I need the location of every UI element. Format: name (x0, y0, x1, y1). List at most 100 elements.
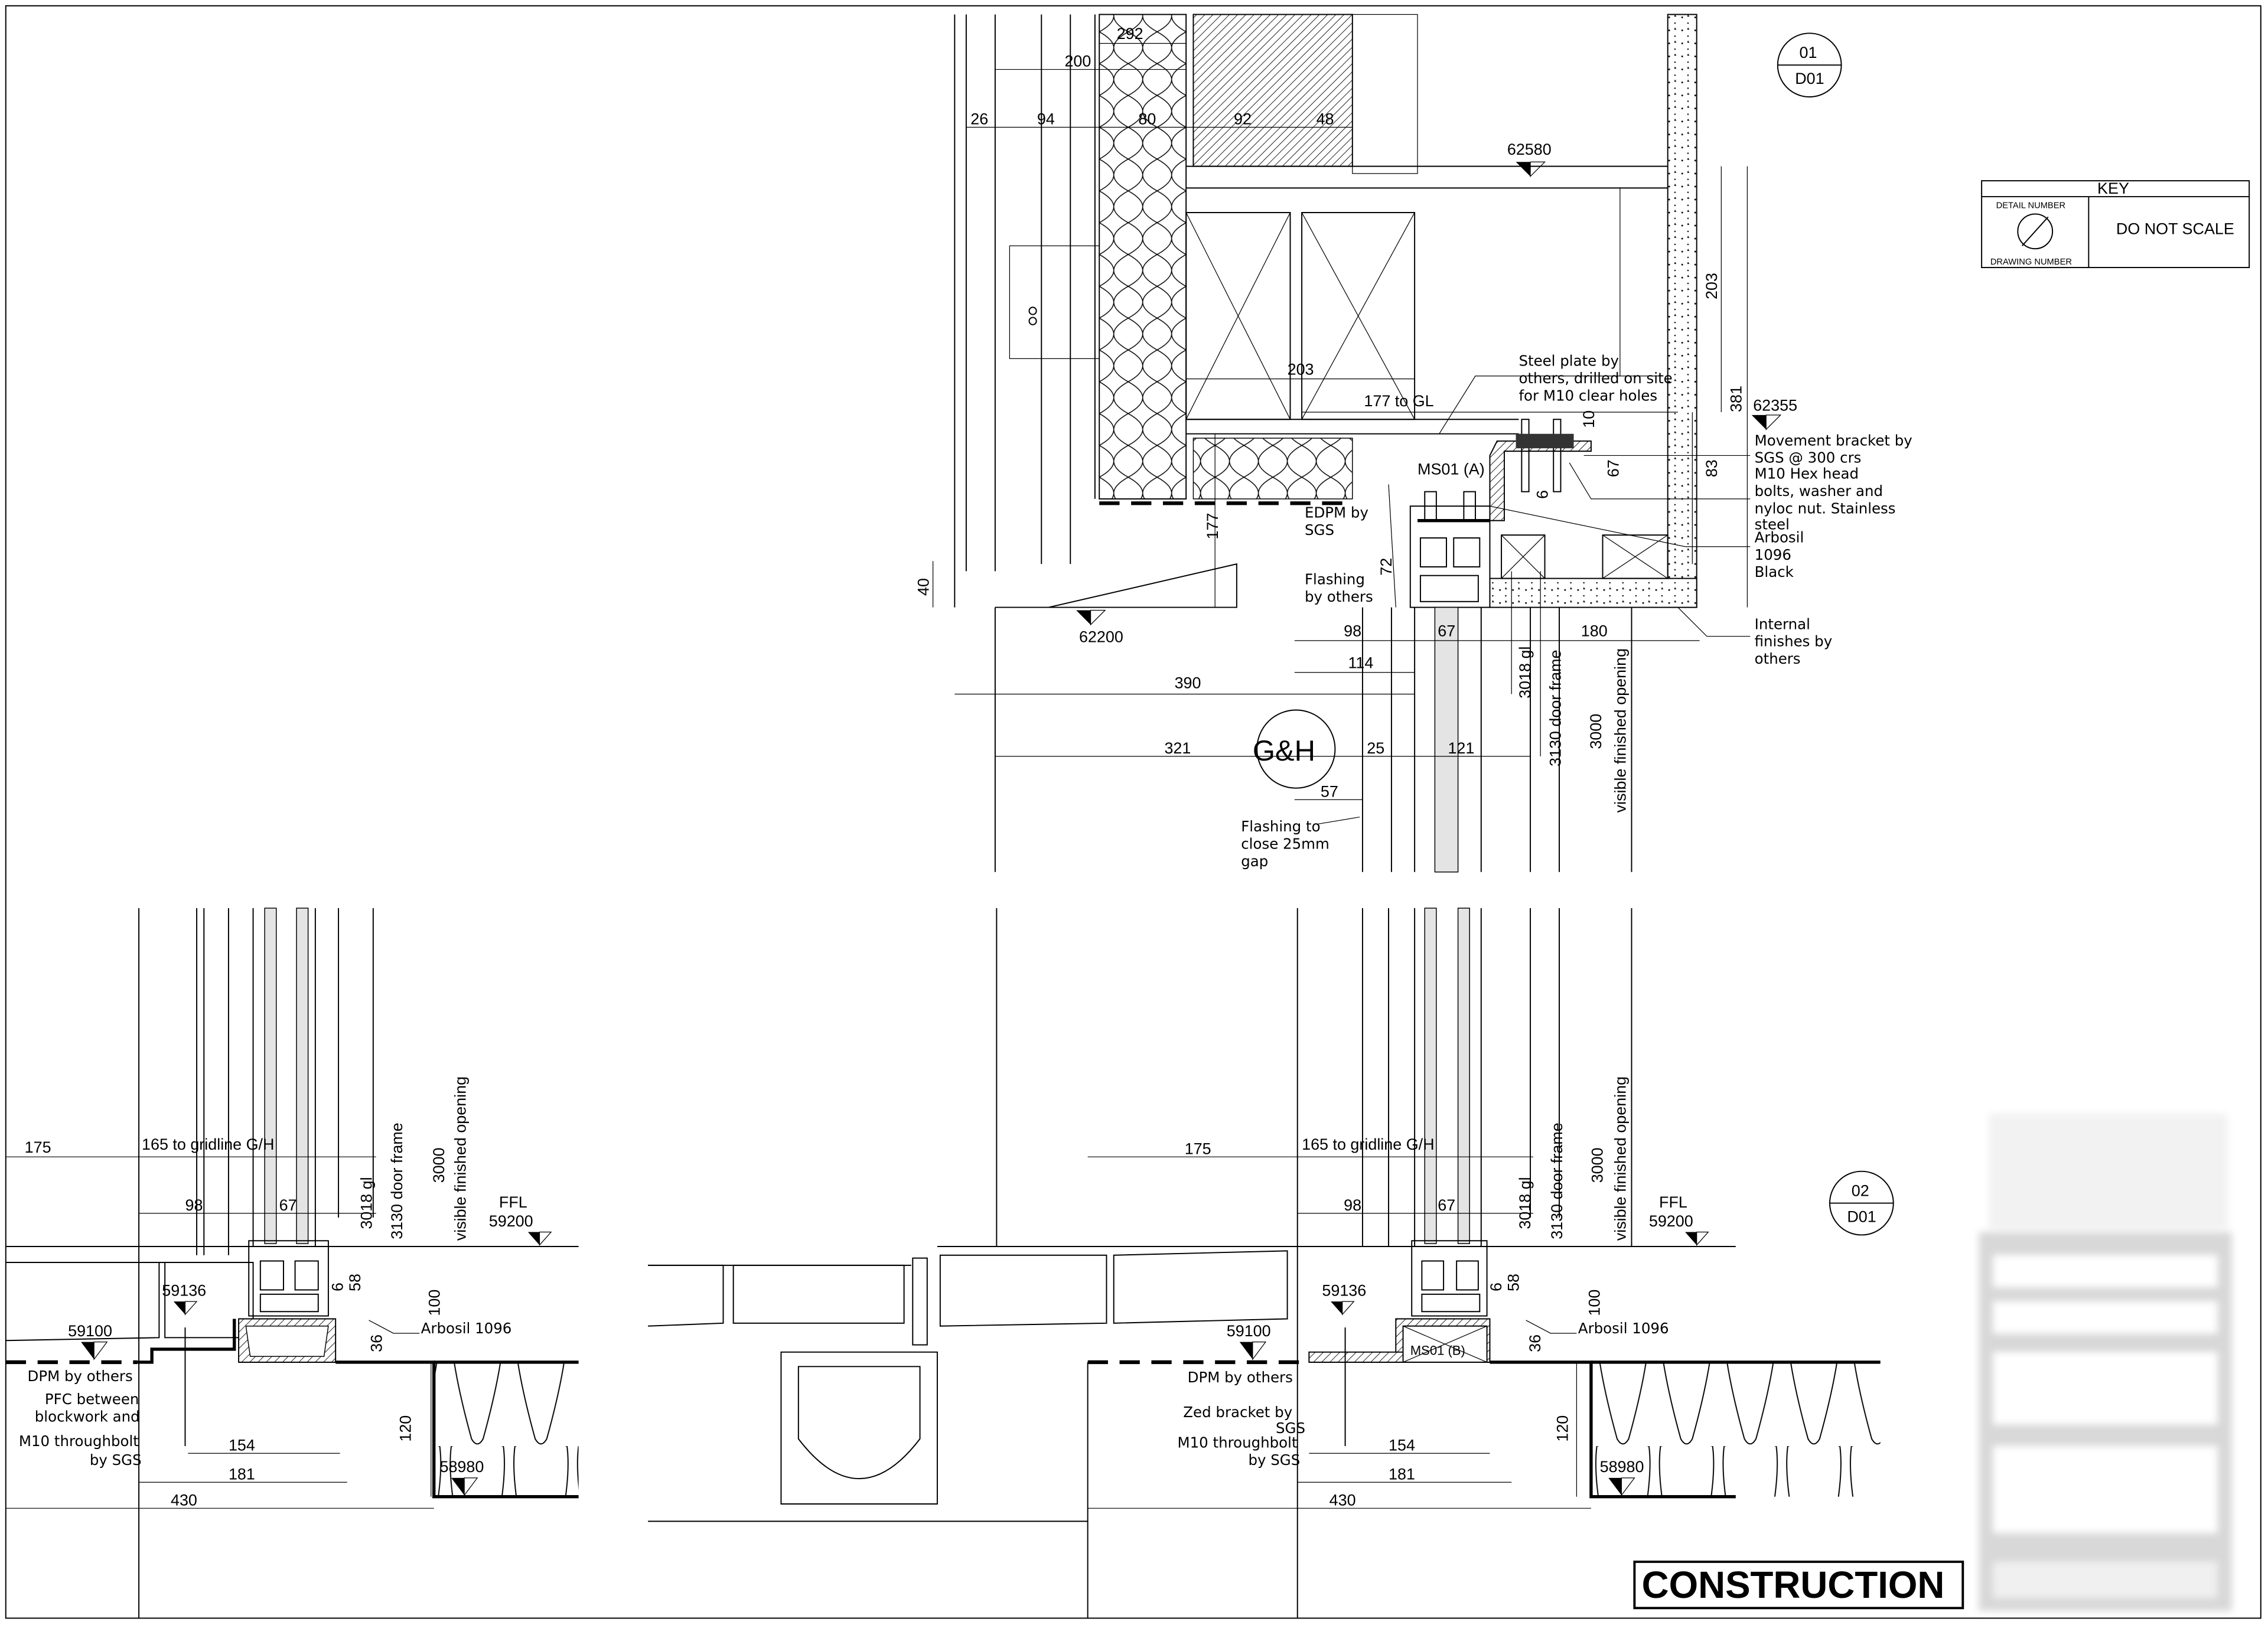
dim-203-vertical: 203 (1703, 273, 1720, 299)
note-bolt-1: M10 throughbolt (1177, 1434, 1297, 1451)
stamp-label: CONSTRUCTION (1642, 1564, 1945, 1606)
note-flashing-gap-2: close 25mm (1241, 836, 1329, 853)
dim-83: 83 (1703, 459, 1720, 477)
dim-visible-opening: visible finished opening (1612, 648, 1630, 812)
level-59136: 59136 (1322, 1281, 1366, 1299)
dim-430: 430 (171, 1491, 197, 1509)
dim-3130-door-frame: 3130 door frame (388, 1123, 406, 1239)
dim-181: 181 (229, 1465, 255, 1483)
dim-98: 98 (1344, 1196, 1361, 1214)
detail-ref-number: 01 (1800, 44, 1817, 61)
note-arbosil: Arbosil 1096 (1578, 1320, 1669, 1337)
note-bolt-2: by SGS (1248, 1451, 1300, 1469)
dim-3130-door-frame: 3130 door frame (1546, 650, 1564, 766)
construction-stamp: CONSTRUCTION (1633, 1560, 1964, 1610)
dim-120: 120 (1554, 1415, 1572, 1442)
detail-left-sill: 175 165 to gridline G/H 98 67 3018 gl 31… (5, 908, 579, 1619)
dim-100: 100 (1586, 1290, 1604, 1316)
dim-67: 67 (1438, 622, 1455, 640)
door-head-frame (994, 491, 1632, 873)
timber-block (1192, 14, 1353, 167)
note-bracket-5: nyloc nut. Stainless (1755, 500, 1896, 517)
dim-3018-gl: 3018 gl (1516, 1177, 1534, 1229)
dim-114: 114 (1348, 654, 1373, 671)
dim-175: 175 (25, 1138, 51, 1156)
level-marker-62580 (1516, 161, 1546, 178)
note-bolt-1: M10 throughbolt (19, 1433, 139, 1450)
note-steel-plate-3: for M10 clear holes (1518, 387, 1657, 404)
note-bracket-1: Movement bracket by (1755, 432, 1912, 449)
dim-visible-opening: visible finished opening (1612, 1076, 1630, 1241)
dim-25: 25 (1367, 739, 1384, 757)
concrete-wall (1489, 14, 1697, 608)
note-bolt-2: by SGS (90, 1451, 142, 1469)
level-marker-62200 (1076, 609, 1106, 626)
key-symbol-icon (2017, 213, 2054, 250)
dim-3130-door-frame: 3130 door frame (1548, 1123, 1566, 1239)
level-58980: 58980 (439, 1458, 484, 1476)
dim-67-vertical: 67 (1604, 459, 1622, 477)
dim-381: 381 (1728, 386, 1745, 412)
dim-165-to-gridline: 165 to gridline G/H (142, 1135, 274, 1153)
dim-3000: 3000 (1588, 1147, 1606, 1183)
note-flashing-2: by others (1305, 588, 1373, 605)
dim-26: 26 (970, 110, 988, 128)
dim-6: 6 (1487, 1283, 1505, 1291)
note-zed-2: SGS (1276, 1420, 1305, 1437)
dim-120: 120 (397, 1415, 415, 1442)
level-62580: 62580 (1507, 141, 1552, 158)
dim-100: 100 (425, 1290, 443, 1316)
level-62200: 62200 (1079, 628, 1123, 645)
dim-94: 94 (1037, 110, 1055, 128)
note-flashing-gap-3: gap (1241, 853, 1268, 870)
dim-3018-gl: 3018 gl (1516, 647, 1534, 699)
note-bracket-4: bolts, washer and (1755, 482, 1883, 500)
level-59200: 59200 (489, 1212, 533, 1230)
detail-01-head: 292 200 26 94 80 92 48 62580 203 203 177… (914, 14, 1912, 873)
dim-48: 48 (1317, 110, 1334, 128)
cavity-tray (995, 563, 1237, 608)
label-ms01-a: MS01 (A) (1418, 460, 1485, 478)
label-ms01-b: MS01 (B) (1410, 1343, 1465, 1358)
dim-292: 292 (1117, 25, 1143, 43)
note-arbosil-1: Arbosil (1755, 528, 1804, 546)
dim-430: 430 (1329, 1491, 1356, 1509)
note-edpm-1: EDPM by (1305, 504, 1368, 521)
level-markers (1239, 1231, 1709, 1497)
level-ffl: FFL (1659, 1193, 1687, 1211)
note-flashing-1: Flashing (1305, 570, 1365, 588)
level-59200: 59200 (1649, 1212, 1693, 1230)
note-flashing-gap-1: Flashing to (1241, 818, 1320, 835)
dim-181: 181 (1389, 1465, 1415, 1483)
note-finishes-1: Internal (1755, 615, 1810, 632)
key-title: KEY (2097, 180, 2129, 197)
note-bracket-6: steel (1755, 515, 1790, 533)
cavity-insulation (1099, 14, 1187, 500)
dim-57: 57 (1321, 782, 1338, 800)
dim-177: 177 (1204, 513, 1221, 540)
dim-203: 203 (1288, 360, 1314, 378)
detail-ref-drawing: D01 (1847, 1208, 1876, 1225)
level-59100: 59100 (68, 1322, 112, 1340)
note-dpm: DPM by others (1188, 1369, 1293, 1386)
dim-3000: 3000 (1587, 714, 1605, 749)
brick-outer-leaf (954, 14, 1100, 608)
dim-154: 154 (1389, 1436, 1415, 1454)
note-arbosil-2: 1096 (1755, 546, 1791, 563)
dim-visible-opening: visible finished opening (452, 1076, 470, 1241)
level-59100: 59100 (1227, 1322, 1271, 1340)
dim-80: 80 (1138, 110, 1156, 128)
dim-58: 58 (1504, 1274, 1522, 1291)
note-pfc-2: blockwork and (35, 1408, 140, 1425)
dim-165-to-gridline: 165 to gridline G/H (1302, 1135, 1434, 1153)
dim-58: 58 (346, 1274, 364, 1291)
detail-ref-number: 02 (1852, 1182, 1869, 1199)
dim-154: 154 (229, 1436, 255, 1454)
level-ffl: FFL (499, 1193, 527, 1211)
level-marker-62355 (1751, 415, 1782, 430)
level-59136: 59136 (162, 1281, 206, 1299)
detail-ref-02: 02 D01 (1829, 1170, 1894, 1236)
note-bracket-2: SGS @ 300 crs (1755, 449, 1862, 466)
detail-02-sill: 175 165 to gridline G/H 98 67 3018 gl 31… (648, 908, 1894, 1619)
dim-6: 6 (328, 1283, 346, 1291)
